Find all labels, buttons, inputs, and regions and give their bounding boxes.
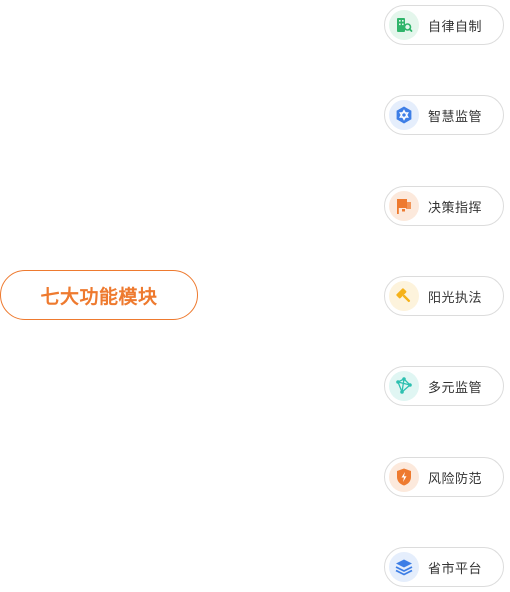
module-self-discipline[interactable]: 自律自制 [384, 5, 504, 45]
center-module-label: 七大功能模块 [40, 285, 158, 308]
module-provincial-city-platform[interactable]: 省市平台 [384, 547, 504, 587]
gavel-icon [389, 281, 419, 311]
module-label: 多元监管 [428, 380, 483, 396]
layers-icon [389, 552, 419, 582]
module-list: 自律自制 智慧监管 决策指挥 [384, 0, 506, 592]
module-label: 智慧监管 [428, 109, 483, 125]
command-flag-icon [389, 191, 419, 221]
module-decision-command[interactable]: 决策指挥 [384, 186, 504, 226]
shield-bolt-icon [389, 462, 419, 492]
network-graph-icon [389, 371, 419, 401]
module-smart-supervision[interactable]: 智慧监管 [384, 95, 504, 135]
module-risk-prevention[interactable]: 风险防范 [384, 457, 504, 497]
module-label: 自律自制 [428, 19, 483, 35]
hexagon-network-icon [389, 100, 419, 130]
module-label: 决策指挥 [428, 200, 483, 216]
module-label: 省市平台 [428, 561, 483, 577]
module-label: 风险防范 [428, 471, 483, 487]
module-multi-supervision[interactable]: 多元监管 [384, 366, 504, 406]
module-label: 阳光执法 [428, 290, 483, 306]
module-sunshine-law-enforcement[interactable]: 阳光执法 [384, 276, 504, 316]
building-search-icon [389, 10, 419, 40]
center-module-title: 七大功能模块 [0, 270, 198, 320]
